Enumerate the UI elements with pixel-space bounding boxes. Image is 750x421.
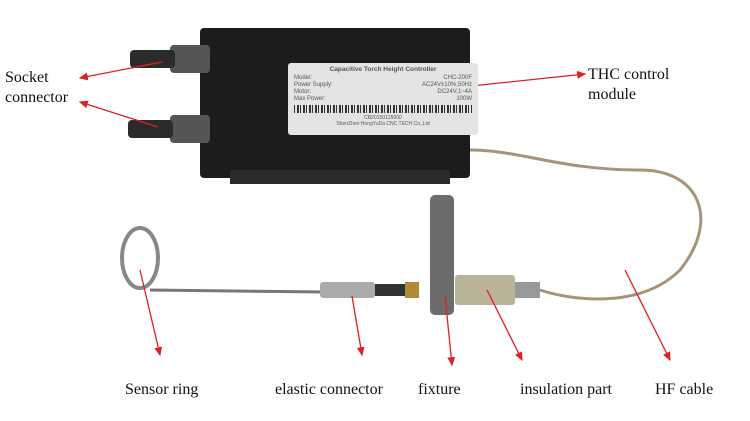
label-elastic-connector: elastic connector bbox=[275, 381, 383, 398]
hf-cable bbox=[469, 148, 703, 301]
label-thc-control-module: THC control module bbox=[588, 66, 670, 103]
manufacturer: ShenZhen HongYuDa CNC TECH Co.,Ltd bbox=[336, 121, 430, 127]
label-sensor-ring: Sensor ring bbox=[125, 381, 199, 398]
spec-label: Motor: bbox=[294, 89, 312, 95]
fixture bbox=[430, 195, 454, 315]
spec-label: Model: bbox=[294, 75, 313, 81]
torch-assembly bbox=[120, 195, 540, 315]
nameplate-title: Capacitive Torch Height Controller bbox=[329, 66, 437, 73]
elastic-connector bbox=[320, 282, 375, 298]
spec-value: AC24V±10%,50Hz bbox=[422, 82, 472, 88]
sensor-ring bbox=[120, 226, 160, 290]
socket-connectors bbox=[128, 45, 210, 143]
product-nameplate: Capacitive Torch Height Controller Model… bbox=[288, 63, 478, 135]
insulation-part bbox=[455, 275, 515, 305]
spec-label: Power Supply: bbox=[294, 82, 333, 88]
label-socket-connector: Socket connector bbox=[5, 69, 69, 106]
label-fixture: fixture bbox=[418, 381, 461, 398]
barcode bbox=[294, 105, 472, 113]
spec-label: Max Power: bbox=[294, 96, 326, 102]
spec-value: CHC-200F bbox=[443, 75, 472, 81]
callout-arrows bbox=[78, 61, 671, 367]
label-insulation-part: insulation part bbox=[520, 381, 612, 398]
spec-value: DC24V,1~4A bbox=[437, 89, 472, 95]
label-hf-cable: HF cable bbox=[655, 381, 714, 398]
serial-number: CB20150125000 bbox=[364, 115, 402, 121]
spec-value: 100W bbox=[456, 96, 472, 102]
